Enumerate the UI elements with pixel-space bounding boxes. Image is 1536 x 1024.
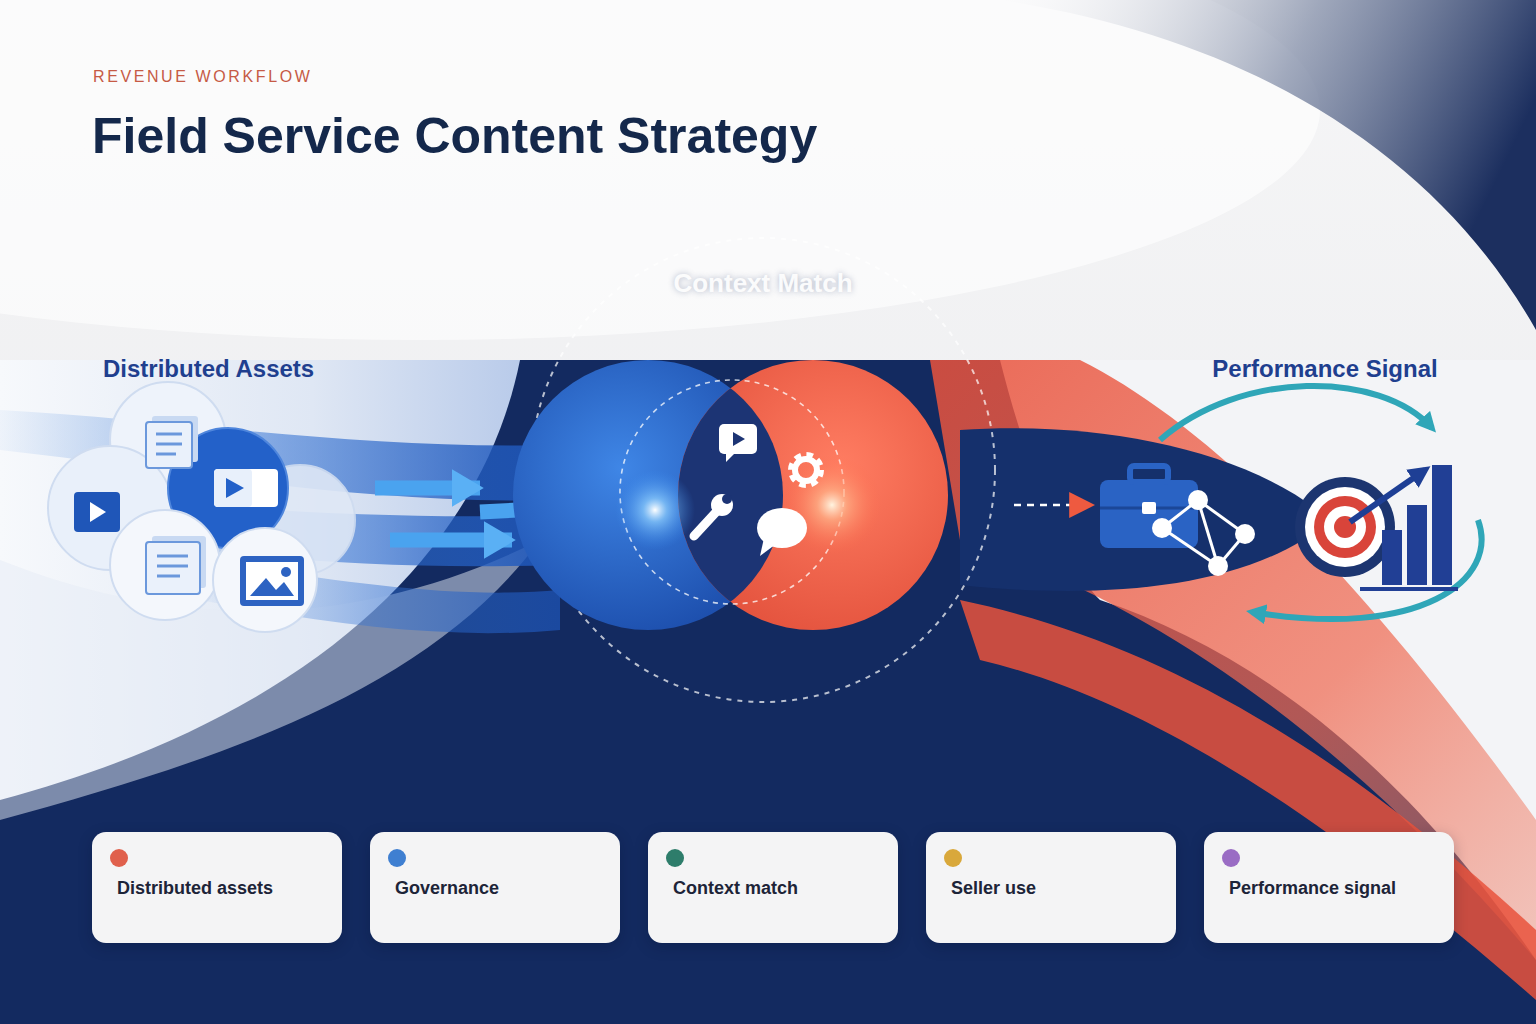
diagram-node: Context Match <box>512 262 1014 720</box>
backdrop <box>0 0 1320 340</box>
seller-icons <box>1130 466 1168 482</box>
legend-text: Performance signal <box>1229 878 1396 899</box>
asset-cluster <box>214 469 252 507</box>
legend-card: Distributed assets <box>92 832 342 943</box>
asset-cluster <box>157 565 188 568</box>
flow-connector <box>390 533 512 548</box>
asset-cluster <box>213 528 317 632</box>
asset-cluster <box>48 382 355 632</box>
asset-cluster <box>281 567 291 577</box>
node-heading: Distributed Assets <box>103 355 390 383</box>
performance-icons <box>1360 587 1458 591</box>
asset-cluster <box>146 542 200 594</box>
asset-cluster <box>156 433 182 436</box>
seller-icons <box>1208 556 1228 576</box>
backdrop <box>960 428 1330 591</box>
context-venn <box>615 470 695 550</box>
backdrop <box>0 360 1536 1024</box>
legend-swatch <box>944 849 962 867</box>
asset-cluster <box>250 578 294 596</box>
service-icons <box>694 424 820 556</box>
context-venn <box>513 238 995 702</box>
service-icons <box>733 432 745 446</box>
performance-icons <box>1382 530 1402 585</box>
service-icons <box>760 538 776 556</box>
node-heading: Context Match <box>512 268 1014 299</box>
asset-cluster <box>156 443 182 446</box>
seller-icons <box>1152 518 1172 538</box>
asset-cluster <box>226 478 244 498</box>
asset-cluster <box>90 502 106 522</box>
backdrop <box>0 540 540 820</box>
performance-icons <box>1305 487 1385 567</box>
legend-text: Distributed assets <box>117 878 273 899</box>
performance-icons <box>1314 496 1376 558</box>
context-venn <box>678 360 948 630</box>
performance-icons <box>1432 465 1452 585</box>
legend-text: Seller use <box>951 878 1036 899</box>
service-icons <box>795 459 817 481</box>
asset-cluster <box>74 492 120 532</box>
diagram-node: Distributed Assets <box>45 352 390 642</box>
diagram-title: Field Service Content Strategy <box>92 108 817 164</box>
seller-icons <box>1162 528 1218 566</box>
legend-swatch <box>666 849 684 867</box>
diagram-node: Performance Signal <box>1090 352 1510 642</box>
service-icons <box>792 456 820 484</box>
asset-cluster <box>146 422 192 468</box>
legend-card: Governance <box>370 832 620 943</box>
legend-swatch <box>1222 849 1240 867</box>
blue-flow <box>0 410 560 633</box>
service-icons <box>722 494 732 504</box>
legend-card: Performance signal <box>1204 832 1454 943</box>
asset-cluster <box>246 562 298 600</box>
seller-icons <box>1235 524 1255 544</box>
eyebrow-label: REVENUE WORKFLOW <box>93 68 312 86</box>
seller-icons <box>1142 502 1156 514</box>
asset-cluster <box>157 575 180 578</box>
service-icons <box>711 494 733 516</box>
seller-icons <box>1100 466 1255 576</box>
asset-cluster <box>214 469 278 507</box>
performance-icons <box>1160 386 1482 619</box>
flow-connector <box>1014 504 1090 507</box>
performance-icons <box>1295 477 1395 577</box>
performance-icons <box>1407 505 1427 585</box>
context-venn <box>678 360 948 630</box>
performance-icons <box>1160 386 1432 440</box>
asset-cluster <box>240 556 304 606</box>
service-icons <box>726 452 736 462</box>
legend-card: Context match <box>648 832 898 943</box>
backdrop <box>1000 0 1536 330</box>
flow-arrow <box>375 481 480 496</box>
legend-text: Governance <box>395 878 499 899</box>
seller-icons <box>1100 480 1198 548</box>
asset-cluster <box>110 510 220 620</box>
performance-icons <box>1350 470 1425 522</box>
legend-text: Context match <box>673 878 798 899</box>
legend-swatch <box>110 849 128 867</box>
asset-cluster <box>156 453 176 456</box>
service-icons <box>694 510 718 536</box>
asset-cluster <box>157 555 188 558</box>
service-icons <box>719 424 757 454</box>
seller-icons <box>1188 490 1208 510</box>
node-heading: Performance Signal <box>1140 355 1510 383</box>
legend-card: Seller use <box>926 832 1176 943</box>
legend-swatch <box>388 849 406 867</box>
